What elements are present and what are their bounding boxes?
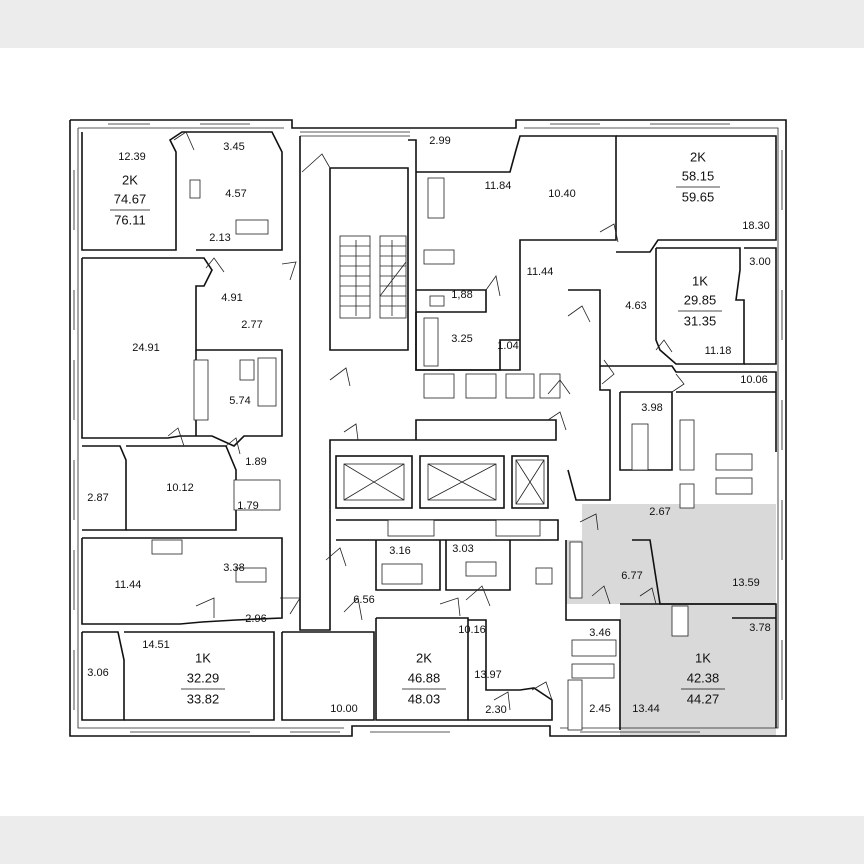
- stairwell: [339, 235, 407, 319]
- room-area: 12.39: [118, 151, 146, 163]
- apartment-summary: 1K 32.29 33.82: [181, 650, 225, 706]
- room-area: 11.44: [527, 266, 554, 278]
- room-area: 1.79: [237, 500, 258, 512]
- apartment-summary: 2K 58.15 59.65: [676, 149, 720, 204]
- room-area: 4.63: [625, 300, 646, 312]
- fixtures: [151, 177, 753, 731]
- outer-walls: [69, 119, 787, 737]
- apartment-type: 2K: [690, 149, 706, 164]
- room-area: 11.84: [485, 180, 512, 192]
- room-area: 3.78: [749, 622, 770, 634]
- room-area: 3.00: [749, 256, 770, 268]
- room-area: 2.87: [87, 492, 108, 504]
- apartment-total-area: 48.03: [408, 691, 441, 706]
- room-area: 10.06: [740, 374, 768, 386]
- room-area-labels: 12.39 3.45 4.57 2.13 2.99 11.84 10.40 18…: [87, 135, 770, 716]
- apartment-summary: 2K 74.67 76.11: [110, 172, 150, 227]
- room-area: 6.77: [621, 570, 642, 582]
- apartment-summaries: 2K 74.67 76.11 2K 58.15 59.65 1K 29.85 3…: [110, 149, 725, 706]
- room-area: 5.74: [229, 395, 250, 407]
- room-area: 24.91: [132, 342, 160, 354]
- floor-plan: 12.39 3.45 4.57 2.13 2.99 11.84 10.40 18…: [69, 119, 787, 737]
- room-area: 6.56: [353, 594, 374, 606]
- apartment-living-area: 29.85: [684, 292, 717, 307]
- room-area: 13.44: [632, 703, 660, 715]
- room-area: 2.77: [241, 319, 262, 331]
- apartment-total-area: 59.65: [682, 189, 715, 204]
- room-area: 1.89: [245, 456, 266, 468]
- room-area: 13.59: [732, 577, 760, 589]
- apartment-type: 1K: [695, 650, 711, 665]
- room-area: 4.57: [225, 188, 246, 200]
- room-area: 18.30: [742, 220, 770, 232]
- room-area: 1.04: [497, 340, 518, 352]
- apartment-total-area: 33.82: [187, 691, 220, 706]
- apartment-type: 1K: [195, 650, 211, 665]
- room-area: 11.18: [705, 345, 732, 357]
- apartment-type: 1K: [692, 273, 708, 288]
- room-area: 2.96: [245, 613, 266, 625]
- room-area: 4.91: [221, 292, 242, 304]
- apartment-total-area: 31.35: [684, 313, 717, 328]
- room-area: 3.45: [223, 141, 244, 153]
- room-area: 3.16: [389, 545, 410, 557]
- room-area: 10.12: [166, 482, 194, 494]
- apartment-summary: 1K 42.38 44.27: [681, 650, 725, 706]
- room-area: 11.44: [115, 579, 142, 591]
- apartment-summary: 1K 29.85 31.35: [678, 273, 722, 328]
- apartment-type: 2K: [416, 650, 432, 665]
- room-area: 14.51: [142, 639, 170, 651]
- apartment-living-area: 58.15: [682, 168, 715, 183]
- room-area: 10.00: [330, 703, 358, 715]
- room-area: 13.97: [474, 669, 502, 681]
- apartment-living-area: 46.88: [408, 670, 441, 685]
- room-area: 2.45: [589, 703, 610, 715]
- room-area: 1,88: [451, 289, 472, 301]
- interior-walls: [81, 131, 777, 730]
- elevator-shafts: [335, 373, 561, 509]
- apartment-living-area: 74.67: [114, 191, 147, 206]
- apartment-living-area: 32.29: [187, 670, 220, 685]
- apartment-type: 2K: [122, 172, 138, 187]
- room-area: 10.40: [548, 188, 576, 200]
- room-area: 3.06: [87, 667, 108, 679]
- room-area: 3.46: [589, 627, 610, 639]
- room-area: 2.99: [429, 135, 450, 147]
- apartment-total-area: 44.27: [687, 691, 720, 706]
- door-swings: [167, 131, 685, 711]
- apartment-summary: 2K 46.88 48.03: [402, 650, 446, 706]
- room-area: 10.16: [458, 624, 486, 636]
- room-area: 3.38: [223, 562, 244, 574]
- floor-plan-frame: 12.39 3.45 4.57 2.13 2.99 11.84 10.40 18…: [0, 48, 864, 816]
- room-area: 2.30: [485, 704, 506, 716]
- apartment-living-area: 42.38: [687, 670, 720, 685]
- apartment-total-area: 76.11: [114, 212, 146, 227]
- room-area: 2.67: [649, 506, 670, 518]
- room-area: 3.03: [452, 543, 473, 555]
- room-area: 2.13: [209, 232, 230, 244]
- room-area: 3.98: [641, 402, 662, 414]
- room-area: 3.25: [451, 333, 472, 345]
